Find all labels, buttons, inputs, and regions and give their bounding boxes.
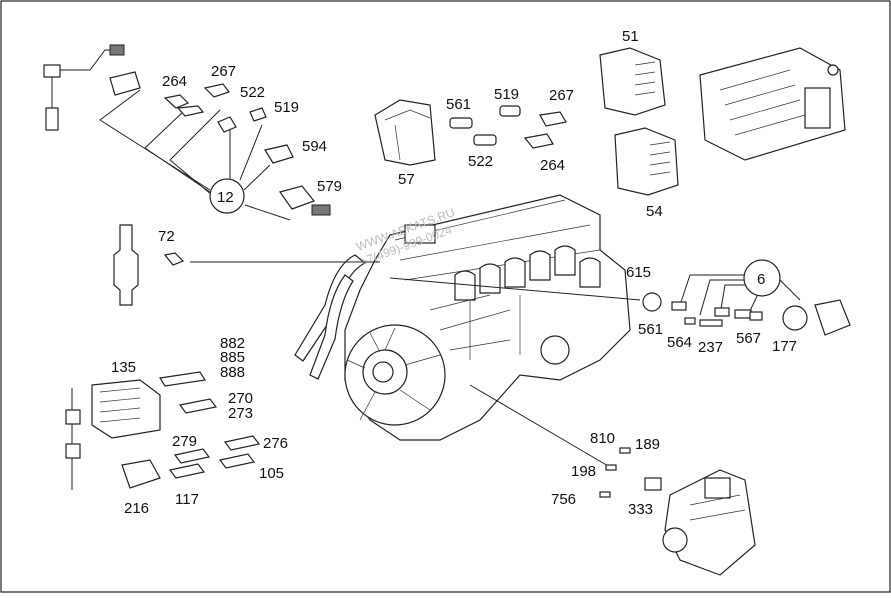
- label-198: 198: [571, 463, 596, 480]
- leader-lines: [71, 89, 801, 490]
- label-72: 72: [158, 228, 175, 245]
- label-189: 189: [635, 436, 660, 453]
- label-561a: 561: [446, 96, 471, 113]
- label-177: 177: [772, 338, 797, 355]
- label-615: 615: [626, 264, 651, 281]
- label-519b: 519: [494, 86, 519, 103]
- small-connectors-top: [449, 105, 567, 149]
- label-885: 885: [220, 349, 245, 366]
- label-117: 117: [175, 491, 199, 508]
- label-567: 567: [736, 330, 761, 347]
- label-264b: 264: [540, 157, 565, 174]
- label-264a: 264: [162, 73, 187, 90]
- connector-135: [91, 379, 161, 439]
- compressor: [662, 469, 756, 576]
- label-273: 273: [228, 405, 253, 422]
- label-279: 279: [172, 433, 197, 450]
- connector-264-group: [109, 71, 331, 216]
- terminal-clips-left: [121, 371, 261, 489]
- sensor-group-right: [642, 292, 851, 336]
- label-579: 579: [317, 178, 342, 195]
- label-270: 270: [228, 390, 253, 407]
- label-276: 276: [263, 435, 288, 452]
- label-12: 12: [217, 189, 234, 206]
- label-333: 333: [628, 501, 653, 518]
- label-888: 888: [220, 364, 245, 381]
- label-522a: 522: [240, 84, 265, 101]
- sensor-harness: [43, 44, 125, 131]
- label-54: 54: [646, 203, 663, 220]
- label-522b: 522: [468, 153, 493, 170]
- connector-57: [374, 99, 436, 166]
- callout-circle-12: [209, 178, 245, 214]
- label-51: 51: [622, 28, 639, 45]
- control-unit: [699, 47, 846, 161]
- label-561b: 561: [638, 321, 663, 338]
- engine: [294, 194, 631, 441]
- label-756: 756: [551, 491, 576, 508]
- cube-a: [65, 409, 81, 425]
- label-267b: 267: [549, 87, 574, 104]
- label-216: 216: [124, 500, 149, 517]
- callout-circle-6: [743, 259, 781, 297]
- label-105: 105: [259, 465, 284, 482]
- terminals-bottom-right: [599, 447, 662, 498]
- ecu-connectors: [599, 47, 679, 196]
- label-135: 135: [111, 359, 136, 376]
- label-237: 237: [698, 339, 723, 356]
- label-594: 594: [302, 138, 327, 155]
- label-6: 6: [757, 271, 765, 288]
- labels: 51 54 57 264 267 522 519 594 579 12 72 5…: [111, 28, 797, 518]
- injector-72: [113, 224, 185, 306]
- label-267a: 267: [211, 63, 236, 80]
- label-57: 57: [398, 171, 415, 188]
- label-882: 882: [220, 335, 245, 352]
- cube-b: [65, 443, 81, 459]
- label-810: 810: [590, 430, 615, 447]
- label-564: 564: [667, 334, 692, 351]
- label-519a: 519: [274, 99, 299, 116]
